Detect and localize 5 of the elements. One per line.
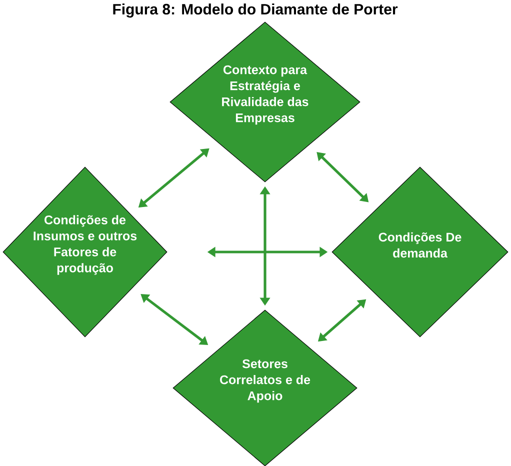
diamond-box: Condições de Insumos e outros Fatores de produção (2, 166, 168, 338)
diamond-box: Condições De demanda (332, 166, 508, 338)
diamond-box: Contexto para Estratégia e Rivalidade das Empresas (170, 22, 360, 182)
figure-title: Figura 8: Modelo do Diamante de Porter (113, 4, 398, 18)
diamond-box: Setores Correlatos e de Apoio (172, 310, 358, 466)
